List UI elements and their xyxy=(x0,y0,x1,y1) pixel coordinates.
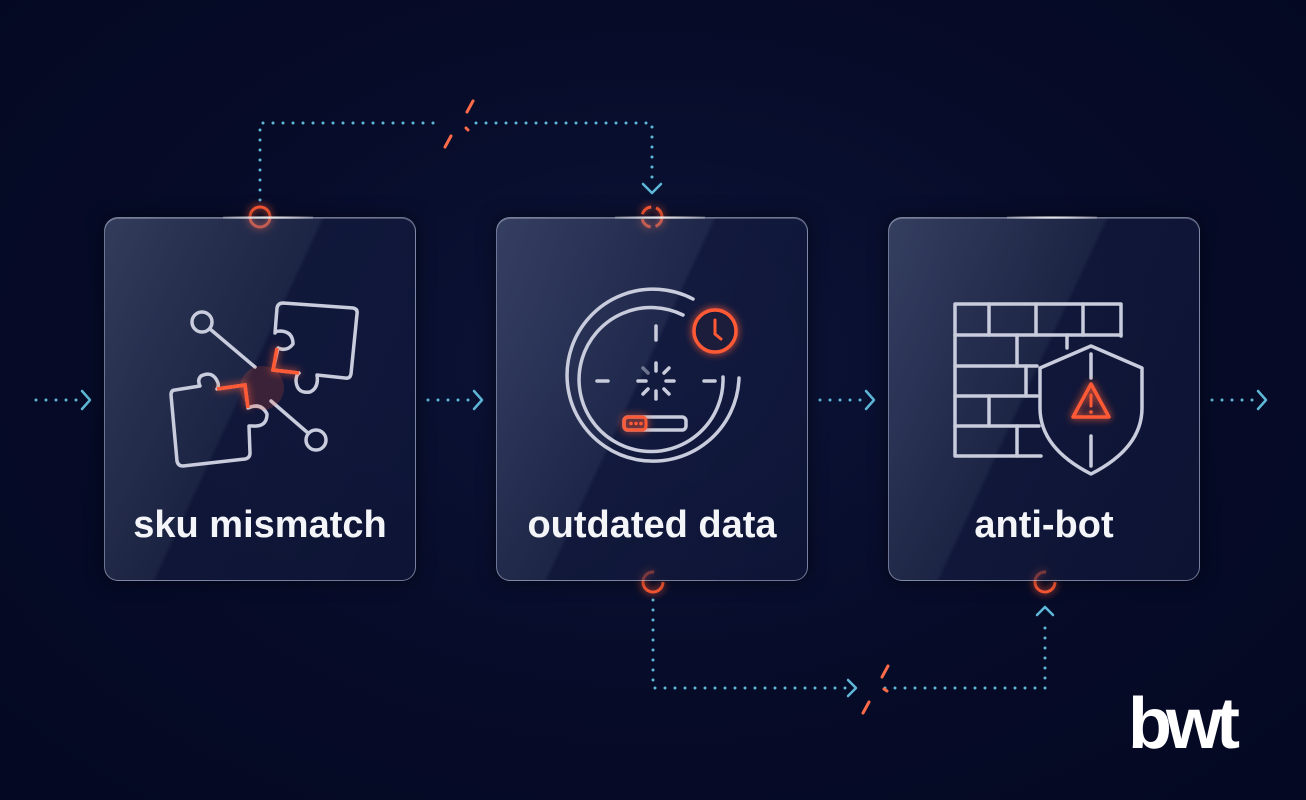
top-connector-left xyxy=(258,121,445,202)
step-label: anti-bot xyxy=(974,504,1114,546)
arrow-down-icon xyxy=(641,182,663,195)
firewall-shield-warning-icon xyxy=(953,302,1144,476)
step-card-anti-bot: anti-bot xyxy=(888,216,1200,581)
break-mark-icon xyxy=(465,99,475,114)
top-connector-right xyxy=(474,121,654,182)
stale-gauge-clock-icon xyxy=(565,287,741,463)
step-card-sku-mismatch: sku mismatch xyxy=(104,216,416,581)
puzzle-mismatch-icon xyxy=(169,301,359,468)
bottom-connector-left xyxy=(651,598,852,690)
arrow-up-icon xyxy=(1035,605,1055,617)
arrow-right-bottom-icon xyxy=(846,678,858,698)
step-label: sku mismatch xyxy=(133,504,387,546)
break-mark-icon xyxy=(861,700,871,715)
arrow-2-3-icon xyxy=(864,389,876,411)
arrow-out-icon xyxy=(1256,389,1268,411)
bottom-connector-right xyxy=(883,616,1047,690)
step-label: outdated data xyxy=(527,504,777,546)
brand-logo: bwt xyxy=(1128,684,1240,764)
step-card-outdated-data: outdated data xyxy=(496,216,808,581)
arrow-in-icon xyxy=(80,389,92,411)
arrow-1-2-icon xyxy=(472,389,484,411)
